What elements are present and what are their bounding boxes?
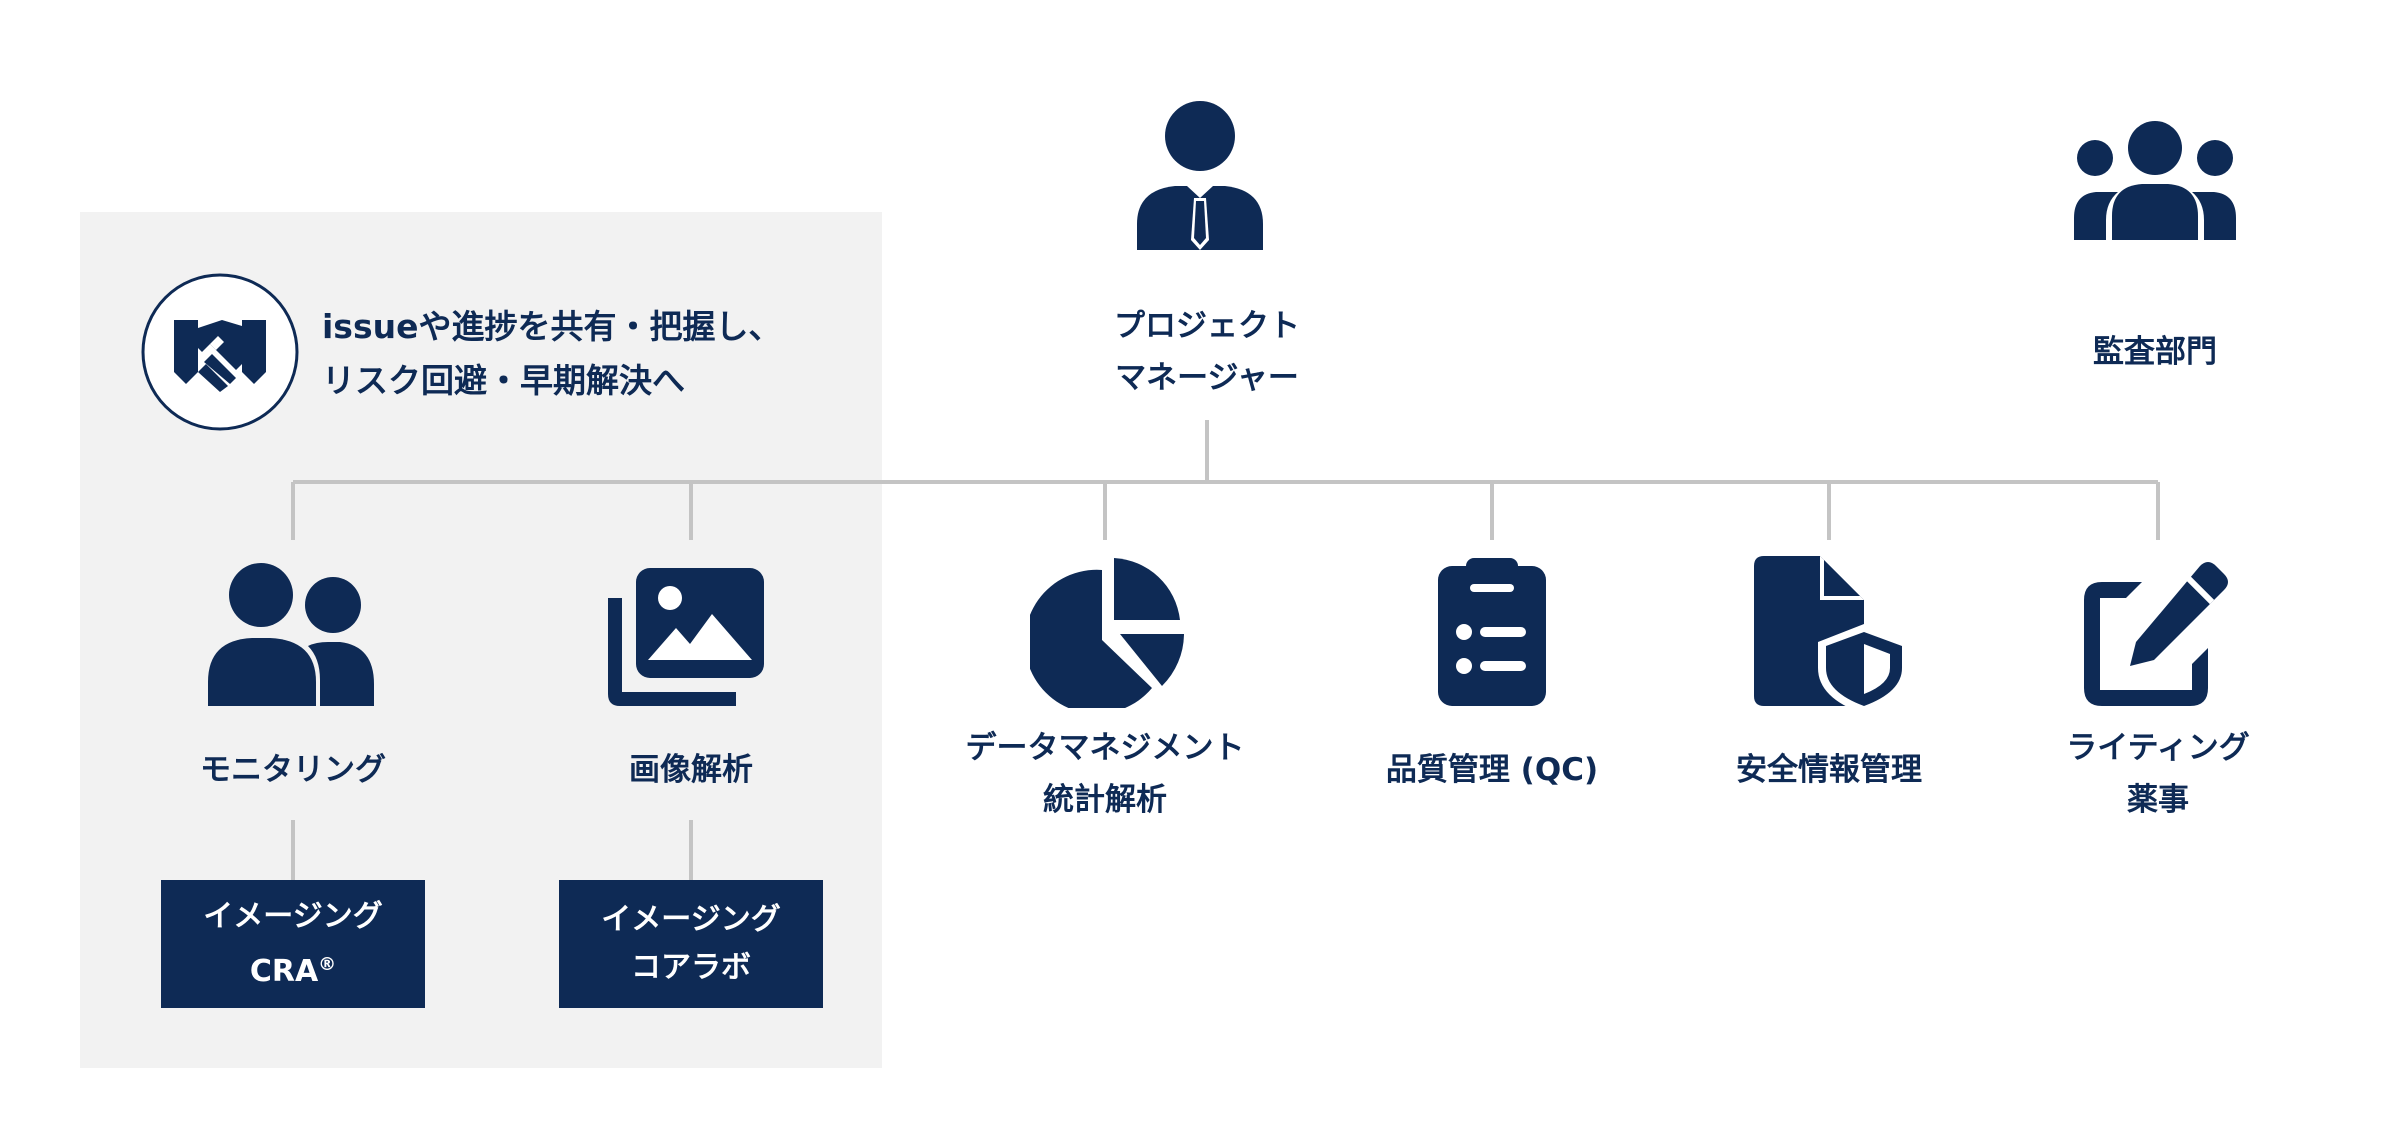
dept-data-label: データマネジメント 統計解析 xyxy=(905,722,1305,826)
service-imaging-cra: イメージング CRA® xyxy=(161,880,425,1008)
manager-label-line-1: プロジェクト xyxy=(1114,308,1300,344)
callout-text: issueや進捗を共有・把握し、 リスク回避・早期解決へ xyxy=(322,300,781,408)
dept-qc-line-1: 品質管理 (QC) xyxy=(1385,752,1599,788)
edit-icon xyxy=(2084,562,2228,706)
dept-imaging-line-1: 画像解析 xyxy=(629,752,753,788)
pie-chart-icon xyxy=(1030,558,1184,708)
file-shield-icon xyxy=(1754,556,1910,714)
callout-line-2: リスク回避・早期解決へ xyxy=(322,361,685,400)
users-icon xyxy=(208,563,374,706)
service-imaging-cra-line-2: CRA® xyxy=(161,941,425,996)
service-imaging-corelab-line-2: コアラボ xyxy=(631,950,751,985)
dept-writing-label: ライティング 薬事 xyxy=(2008,722,2308,826)
group-icon xyxy=(2074,121,2236,240)
dept-writing-line-1: ライティング xyxy=(2066,730,2250,766)
callout-line-1: issueや進捗を共有・把握し、 xyxy=(322,307,782,346)
service-imaging-cra-name: CRA xyxy=(249,953,319,989)
audit-label-text: 監査部門 xyxy=(2093,334,2217,370)
service-imaging-cra-line-1: イメージング xyxy=(203,898,383,934)
service-imaging-corelab-line-1: イメージング xyxy=(601,902,781,937)
audit-label: 監査部門 xyxy=(2005,326,2305,378)
handshake-icon xyxy=(141,273,299,431)
dept-monitoring-label: モニタリング xyxy=(143,744,443,796)
registered-mark: ® xyxy=(318,953,337,975)
manager-label: プロジェクト マネージャー xyxy=(1057,300,1357,404)
dept-data-line-1: データマネジメント xyxy=(965,730,1245,766)
manager-label-line-2: マネージャー xyxy=(1115,360,1299,396)
person-with-tie-icon xyxy=(1137,101,1263,250)
dept-monitoring-line-1: モニタリング xyxy=(200,752,386,788)
clipboard-list-icon xyxy=(1438,558,1546,706)
dept-qc-label: 品質管理 (QC) xyxy=(1342,744,1642,796)
dept-writing-line-2: 薬事 xyxy=(2127,782,2189,818)
dept-safety-line-1: 安全情報管理 xyxy=(1736,752,1922,788)
service-imaging-corelab: イメージング コアラボ xyxy=(559,880,823,1008)
dept-safety-label: 安全情報管理 xyxy=(1679,744,1979,796)
dept-data-line-2: 統計解析 xyxy=(1043,782,1167,818)
dept-imaging-label: 画像解析 xyxy=(541,744,841,796)
images-icon xyxy=(608,568,764,706)
